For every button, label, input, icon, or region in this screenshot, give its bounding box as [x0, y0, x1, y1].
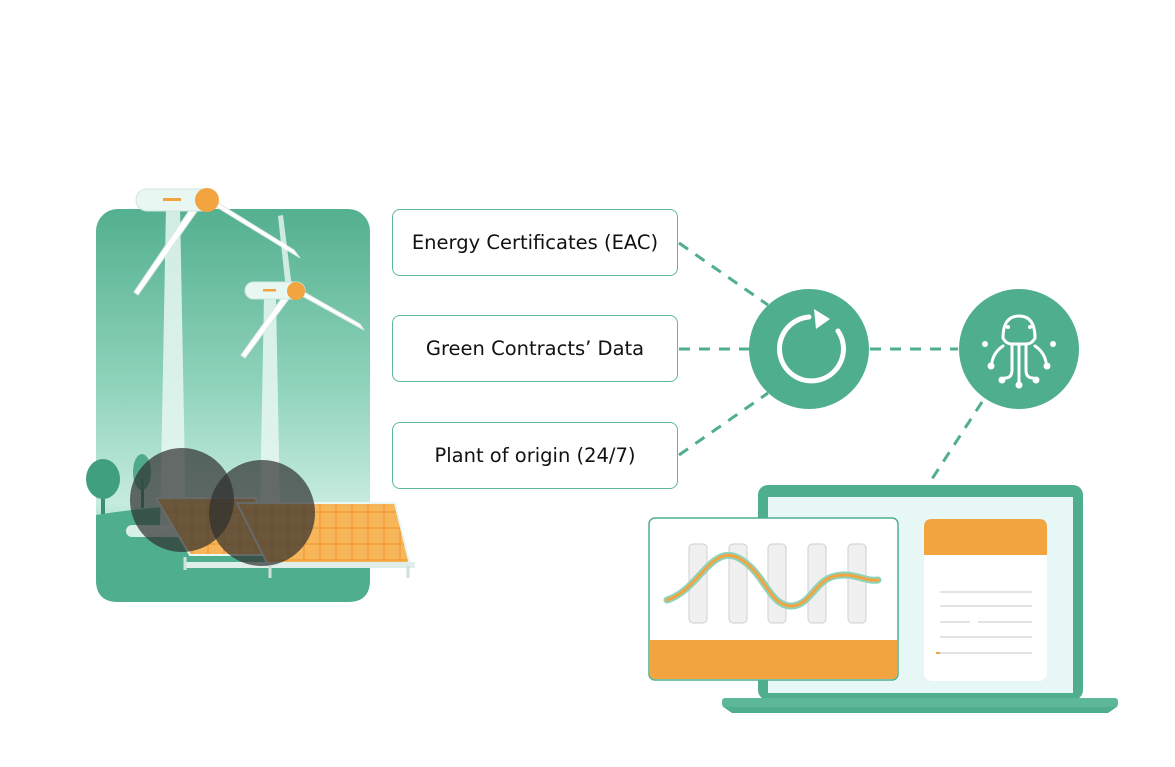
- source-label-plant-of-origin: Plant of origin (24/7): [392, 422, 678, 489]
- source-label-text: Plant of origin (24/7): [434, 444, 636, 467]
- energy-generation-card: [86, 90, 415, 602]
- lens-overlay: [130, 448, 234, 552]
- refresh-cycle-icon: [749, 289, 869, 409]
- wind-turbine-large-icon: [133, 90, 301, 530]
- tree-icon: [86, 459, 120, 514]
- source-label-text: Energy Certificates (EAC): [411, 231, 659, 254]
- source-label-energy-certificates: Energy Certificates (EAC): [392, 209, 678, 276]
- laptop-dashboard-illustration: [648, 485, 1118, 713]
- connector-lines: [678, 241, 984, 483]
- lens-overlay: [209, 460, 315, 566]
- source-label-green-contracts: Green Contracts’ Data: [392, 315, 678, 382]
- source-label-text: Green Contracts’ Data: [425, 337, 645, 360]
- octopus-circuit-icon: [959, 289, 1079, 409]
- report-panel: [924, 519, 1047, 681]
- chart-panel: [648, 517, 899, 681]
- wind-turbine-small-icon: [240, 215, 365, 510]
